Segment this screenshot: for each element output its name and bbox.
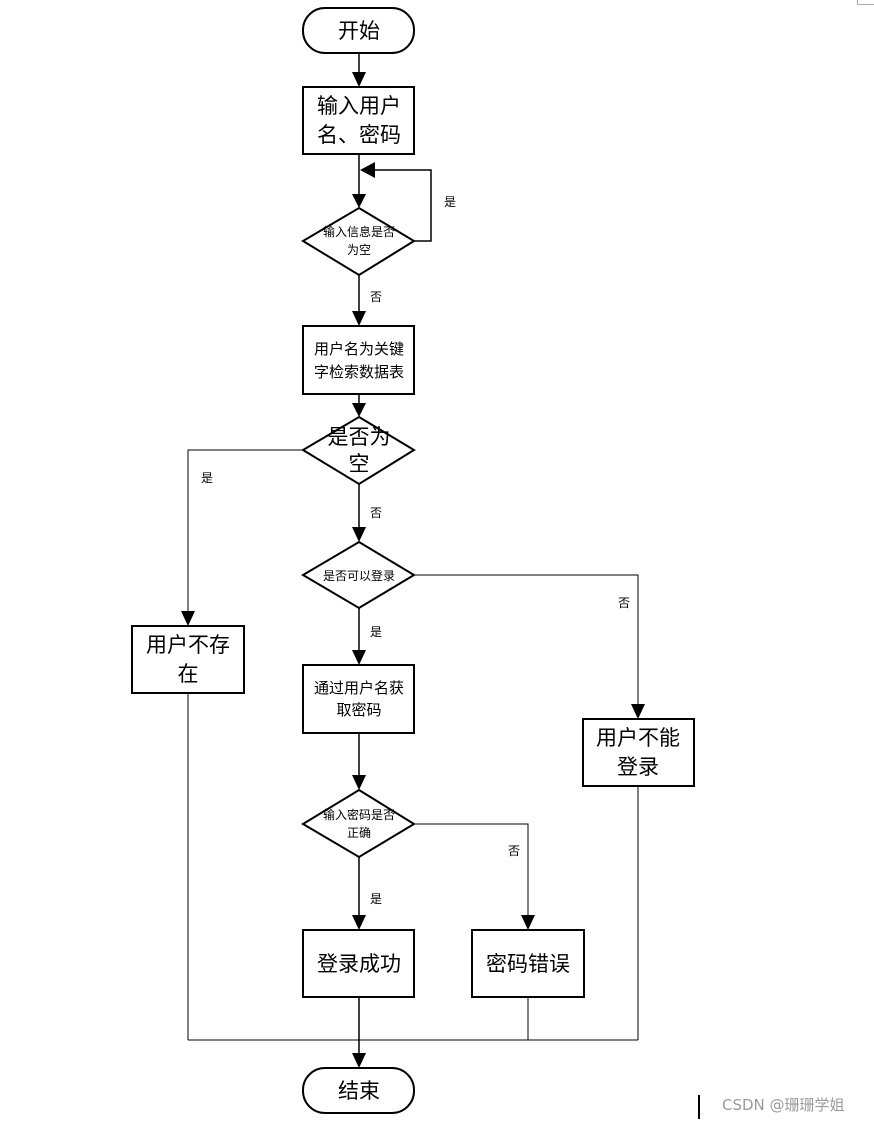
node-user-not-exist-line2: 在 (178, 662, 199, 686)
node-password-check-line2: 正确 (347, 826, 371, 840)
watermark-divider (698, 1095, 700, 1119)
edge-label-no-pwwrong: 否 (508, 844, 520, 858)
node-result-empty: 是否为 空 (301, 415, 416, 486)
node-input-line1: 输入用户 (317, 94, 401, 118)
node-input-credentials: 输入用户 名、密码 (302, 86, 415, 155)
node-result-empty-line1: 是否为 (328, 425, 391, 449)
node-empty-check-line2: 为空 (347, 243, 371, 257)
edge-label-yes-usernotexist: 是 (201, 471, 213, 485)
node-user-cannot-login: 用户不能 登录 (582, 718, 695, 787)
edge-pwcheck-pwwrong (414, 823, 529, 916)
node-get-password-line1: 通过用户名获 (314, 679, 404, 697)
node-password-wrong-label: 密码错误 (486, 952, 570, 976)
node-empty-check-line1: 输入信息是否 (323, 224, 395, 239)
watermark-text: CSDN @珊珊学姐 (722, 1096, 845, 1114)
edge-label-yes-success: 是 (370, 892, 382, 906)
node-password-check-line1: 输入密码是否 (323, 807, 395, 822)
edge-label-no-emptycheck: 否 (370, 290, 382, 304)
node-get-password-line2: 取密码 (336, 701, 381, 719)
node-user-cannot-login-line2: 登录 (617, 755, 659, 779)
node-start: 开始 (302, 7, 415, 54)
node-search-line2: 字检索数据表 (314, 363, 404, 381)
node-search-line1: 用户名为关键 (314, 340, 404, 358)
node-user-not-exist-line1: 用户不存 (146, 633, 230, 657)
node-input-line2: 名、密码 (317, 123, 401, 147)
edge-label-yes-loop: 是 (444, 195, 456, 209)
node-login-success-label: 登录成功 (317, 952, 401, 976)
node-get-password: 通过用户名获 取密码 (302, 664, 415, 734)
node-login-success: 登录成功 (302, 929, 415, 998)
node-user-not-exist: 用户不存 在 (131, 625, 245, 694)
edge-resultempty-usernotexist (187, 449, 303, 612)
edge-labels: 是 否 是 否 否 是 否 是 (201, 195, 630, 906)
node-end-label: 结束 (338, 1079, 380, 1103)
edge-label-no-resultempty: 否 (370, 506, 382, 520)
node-result-empty-line2: 空 (349, 452, 370, 476)
edge-label-no-cannotlogin: 否 (618, 596, 630, 610)
edge-label-yes-getpassword: 是 (370, 625, 382, 639)
node-start-label: 开始 (338, 19, 380, 43)
corner-mark (857, 0, 874, 5)
node-empty-check: 输入信息是否 为空 (301, 206, 416, 277)
node-password-check: 输入密码是否 正确 (301, 788, 416, 859)
edge-canlogin-cannotlogin (414, 574, 639, 704)
node-user-cannot-login-line1: 用户不能 (596, 726, 680, 750)
node-password-wrong: 密码错误 (471, 929, 585, 998)
edges (181, 53, 645, 1068)
node-search-table: 用户名为关键 字检索数据表 (302, 325, 415, 395)
node-end: 结束 (302, 1067, 415, 1114)
edge-loop-yes (375, 169, 432, 242)
node-can-login: 是否可以登录 (301, 540, 416, 610)
node-can-login-label: 是否可以登录 (323, 568, 395, 583)
